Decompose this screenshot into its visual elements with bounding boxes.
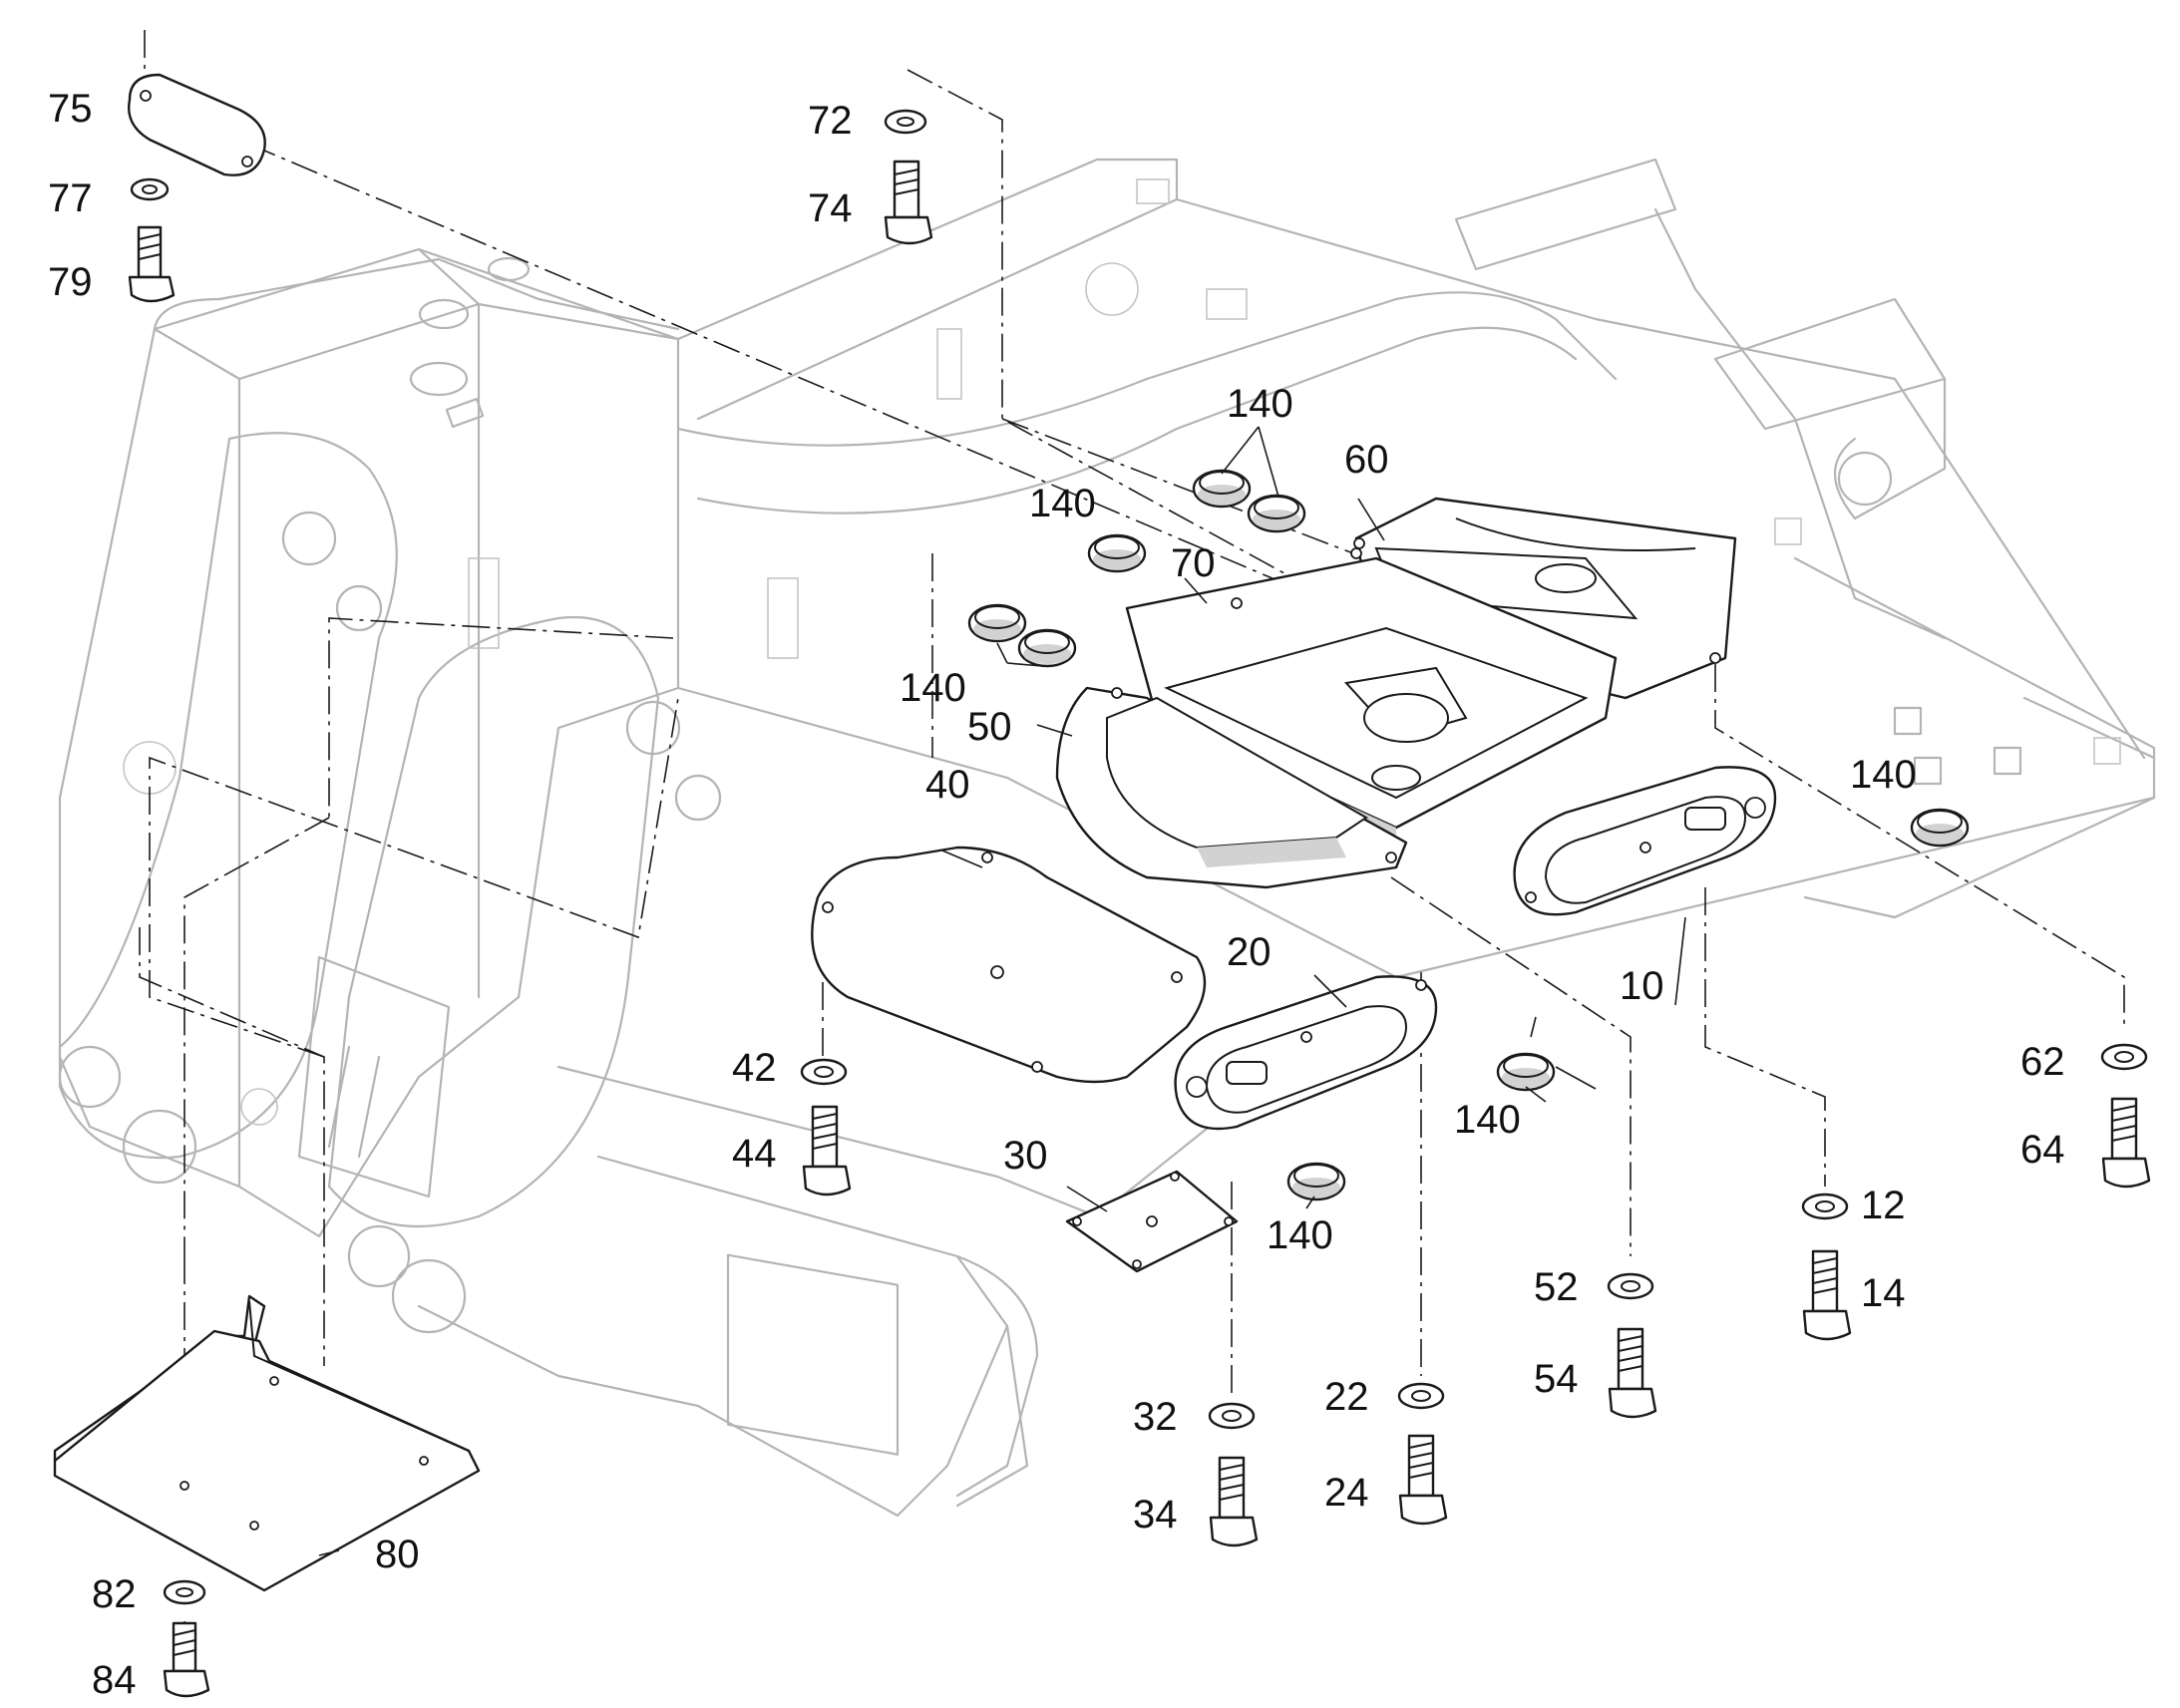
bolt-74 bbox=[884, 160, 933, 245]
callout-40: 40 bbox=[925, 763, 970, 807]
washer-12 bbox=[1801, 1193, 1849, 1220]
pointer-lines bbox=[318, 426, 1686, 1556]
bolt-24 bbox=[1398, 1434, 1448, 1526]
callout-14: 14 bbox=[1861, 1271, 1906, 1315]
bolt-54 bbox=[1608, 1327, 1657, 1419]
part-40-plate bbox=[811, 846, 1207, 1084]
callout-84: 84 bbox=[92, 1658, 137, 1702]
callout-12: 12 bbox=[1861, 1184, 1906, 1227]
callout-140: 140 bbox=[1850, 753, 1917, 797]
part-80-plate bbox=[53, 1294, 481, 1592]
callout-44: 44 bbox=[732, 1132, 777, 1176]
grommet-140-a bbox=[1192, 469, 1252, 509]
callout-52: 52 bbox=[1534, 1265, 1579, 1309]
callout-62: 62 bbox=[2020, 1040, 2065, 1084]
callout-54: 54 bbox=[1534, 1357, 1579, 1401]
washer-82 bbox=[163, 1579, 206, 1605]
callout-30: 30 bbox=[1003, 1134, 1048, 1178]
grommet-140-g bbox=[1496, 1052, 1556, 1092]
callout-80: 80 bbox=[375, 1533, 420, 1576]
callout-140: 140 bbox=[1227, 382, 1293, 426]
grommets bbox=[967, 469, 1970, 1201]
callout-32: 32 bbox=[1133, 1395, 1178, 1439]
bolt-34 bbox=[1209, 1456, 1259, 1547]
washer-32 bbox=[1208, 1402, 1256, 1430]
callout-10: 10 bbox=[1620, 964, 1664, 1008]
callout-79: 79 bbox=[48, 260, 93, 304]
upper-frame bbox=[58, 158, 2156, 1518]
callout-50: 50 bbox=[967, 705, 1012, 749]
grommet-140-d bbox=[967, 603, 1027, 643]
bolt-64 bbox=[2101, 1097, 2151, 1189]
callout-140: 140 bbox=[1267, 1213, 1333, 1257]
grommet-140-e bbox=[1017, 628, 1077, 668]
callout-70: 70 bbox=[1171, 541, 1216, 585]
part-50-plate bbox=[1055, 686, 1408, 889]
part-75-cover bbox=[128, 73, 266, 176]
callout-75: 75 bbox=[48, 87, 93, 131]
callout-77: 77 bbox=[48, 176, 93, 220]
callout-72: 72 bbox=[808, 99, 853, 143]
callout-140: 140 bbox=[1454, 1098, 1521, 1142]
callout-34: 34 bbox=[1133, 1493, 1178, 1537]
callout-labels: 75 77 79 72 74 140 60 140 70 140 50 40 2… bbox=[48, 87, 2065, 1702]
washer-42 bbox=[800, 1058, 848, 1086]
callout-42: 42 bbox=[732, 1046, 777, 1090]
part-10-cover bbox=[1513, 766, 1777, 916]
callout-140: 140 bbox=[900, 666, 966, 710]
part-30-cover bbox=[1065, 1170, 1239, 1273]
bolt-79 bbox=[128, 225, 176, 303]
bolt-14 bbox=[1802, 1249, 1852, 1341]
washer-52 bbox=[1607, 1272, 1654, 1300]
callout-22: 22 bbox=[1324, 1375, 1369, 1419]
callout-140: 140 bbox=[1029, 482, 1096, 525]
bolt-84 bbox=[163, 1621, 210, 1698]
callout-74: 74 bbox=[808, 186, 853, 230]
washer-22 bbox=[1397, 1382, 1445, 1410]
grommet-140-h bbox=[1286, 1162, 1346, 1201]
callout-64: 64 bbox=[2020, 1128, 2065, 1172]
callout-60: 60 bbox=[1344, 438, 1389, 482]
callout-24: 24 bbox=[1324, 1471, 1369, 1515]
washer-62 bbox=[2100, 1043, 2148, 1071]
part-20-cover bbox=[1174, 975, 1438, 1131]
bolts bbox=[128, 160, 2151, 1698]
bolt-44 bbox=[802, 1105, 852, 1196]
callout-20: 20 bbox=[1227, 930, 1272, 974]
washer-72 bbox=[884, 109, 927, 135]
washer-77 bbox=[130, 177, 170, 201]
washers bbox=[130, 109, 2148, 1605]
grommet-140-b bbox=[1247, 494, 1306, 533]
grommet-140-c bbox=[1087, 533, 1147, 573]
callout-82: 82 bbox=[92, 1572, 137, 1616]
grommet-140-f bbox=[1910, 808, 1970, 848]
